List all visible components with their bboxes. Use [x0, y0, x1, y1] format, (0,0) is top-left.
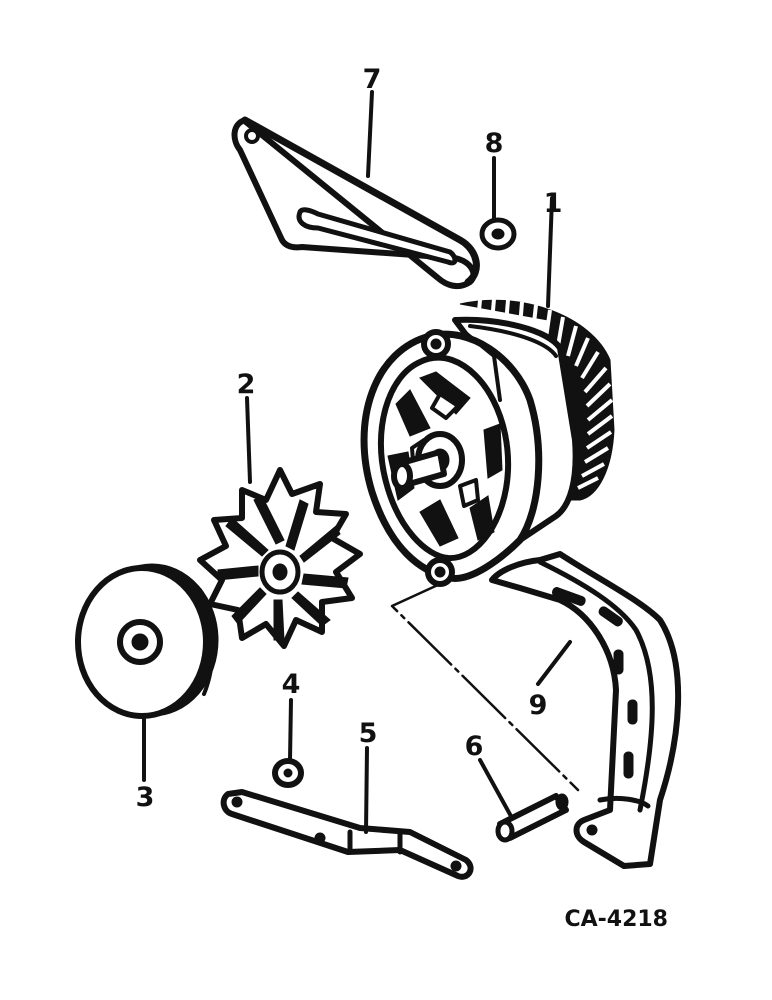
assembly-lines [390, 582, 580, 792]
leader-lines [142, 90, 572, 834]
callout-7: 7 [363, 64, 382, 95]
callout-9: 9 [529, 690, 548, 721]
alternator-part [360, 298, 615, 587]
callout-6: 6 [465, 731, 484, 762]
bracket-slots [551, 587, 638, 779]
adjusting-strap-part [220, 789, 474, 880]
lower-bracket-part [489, 551, 682, 869]
nut-part-lower [272, 758, 304, 788]
callout-1: 1 [544, 188, 563, 219]
callout-3: 3 [136, 782, 155, 813]
fan-blades [217, 495, 349, 641]
callout-2: 2 [237, 369, 256, 400]
callout-4: 4 [282, 669, 301, 700]
nut-part-upper [479, 217, 517, 251]
drawing-code: CA-4218 [564, 907, 668, 932]
callout-5: 5 [359, 718, 378, 749]
upper-bracket-part [231, 116, 480, 290]
stator-ribs [476, 298, 614, 490]
pulley-part [75, 563, 219, 719]
spacer-pin-part [495, 793, 569, 843]
fan-part [197, 467, 363, 649]
callout-8: 8 [485, 128, 504, 159]
